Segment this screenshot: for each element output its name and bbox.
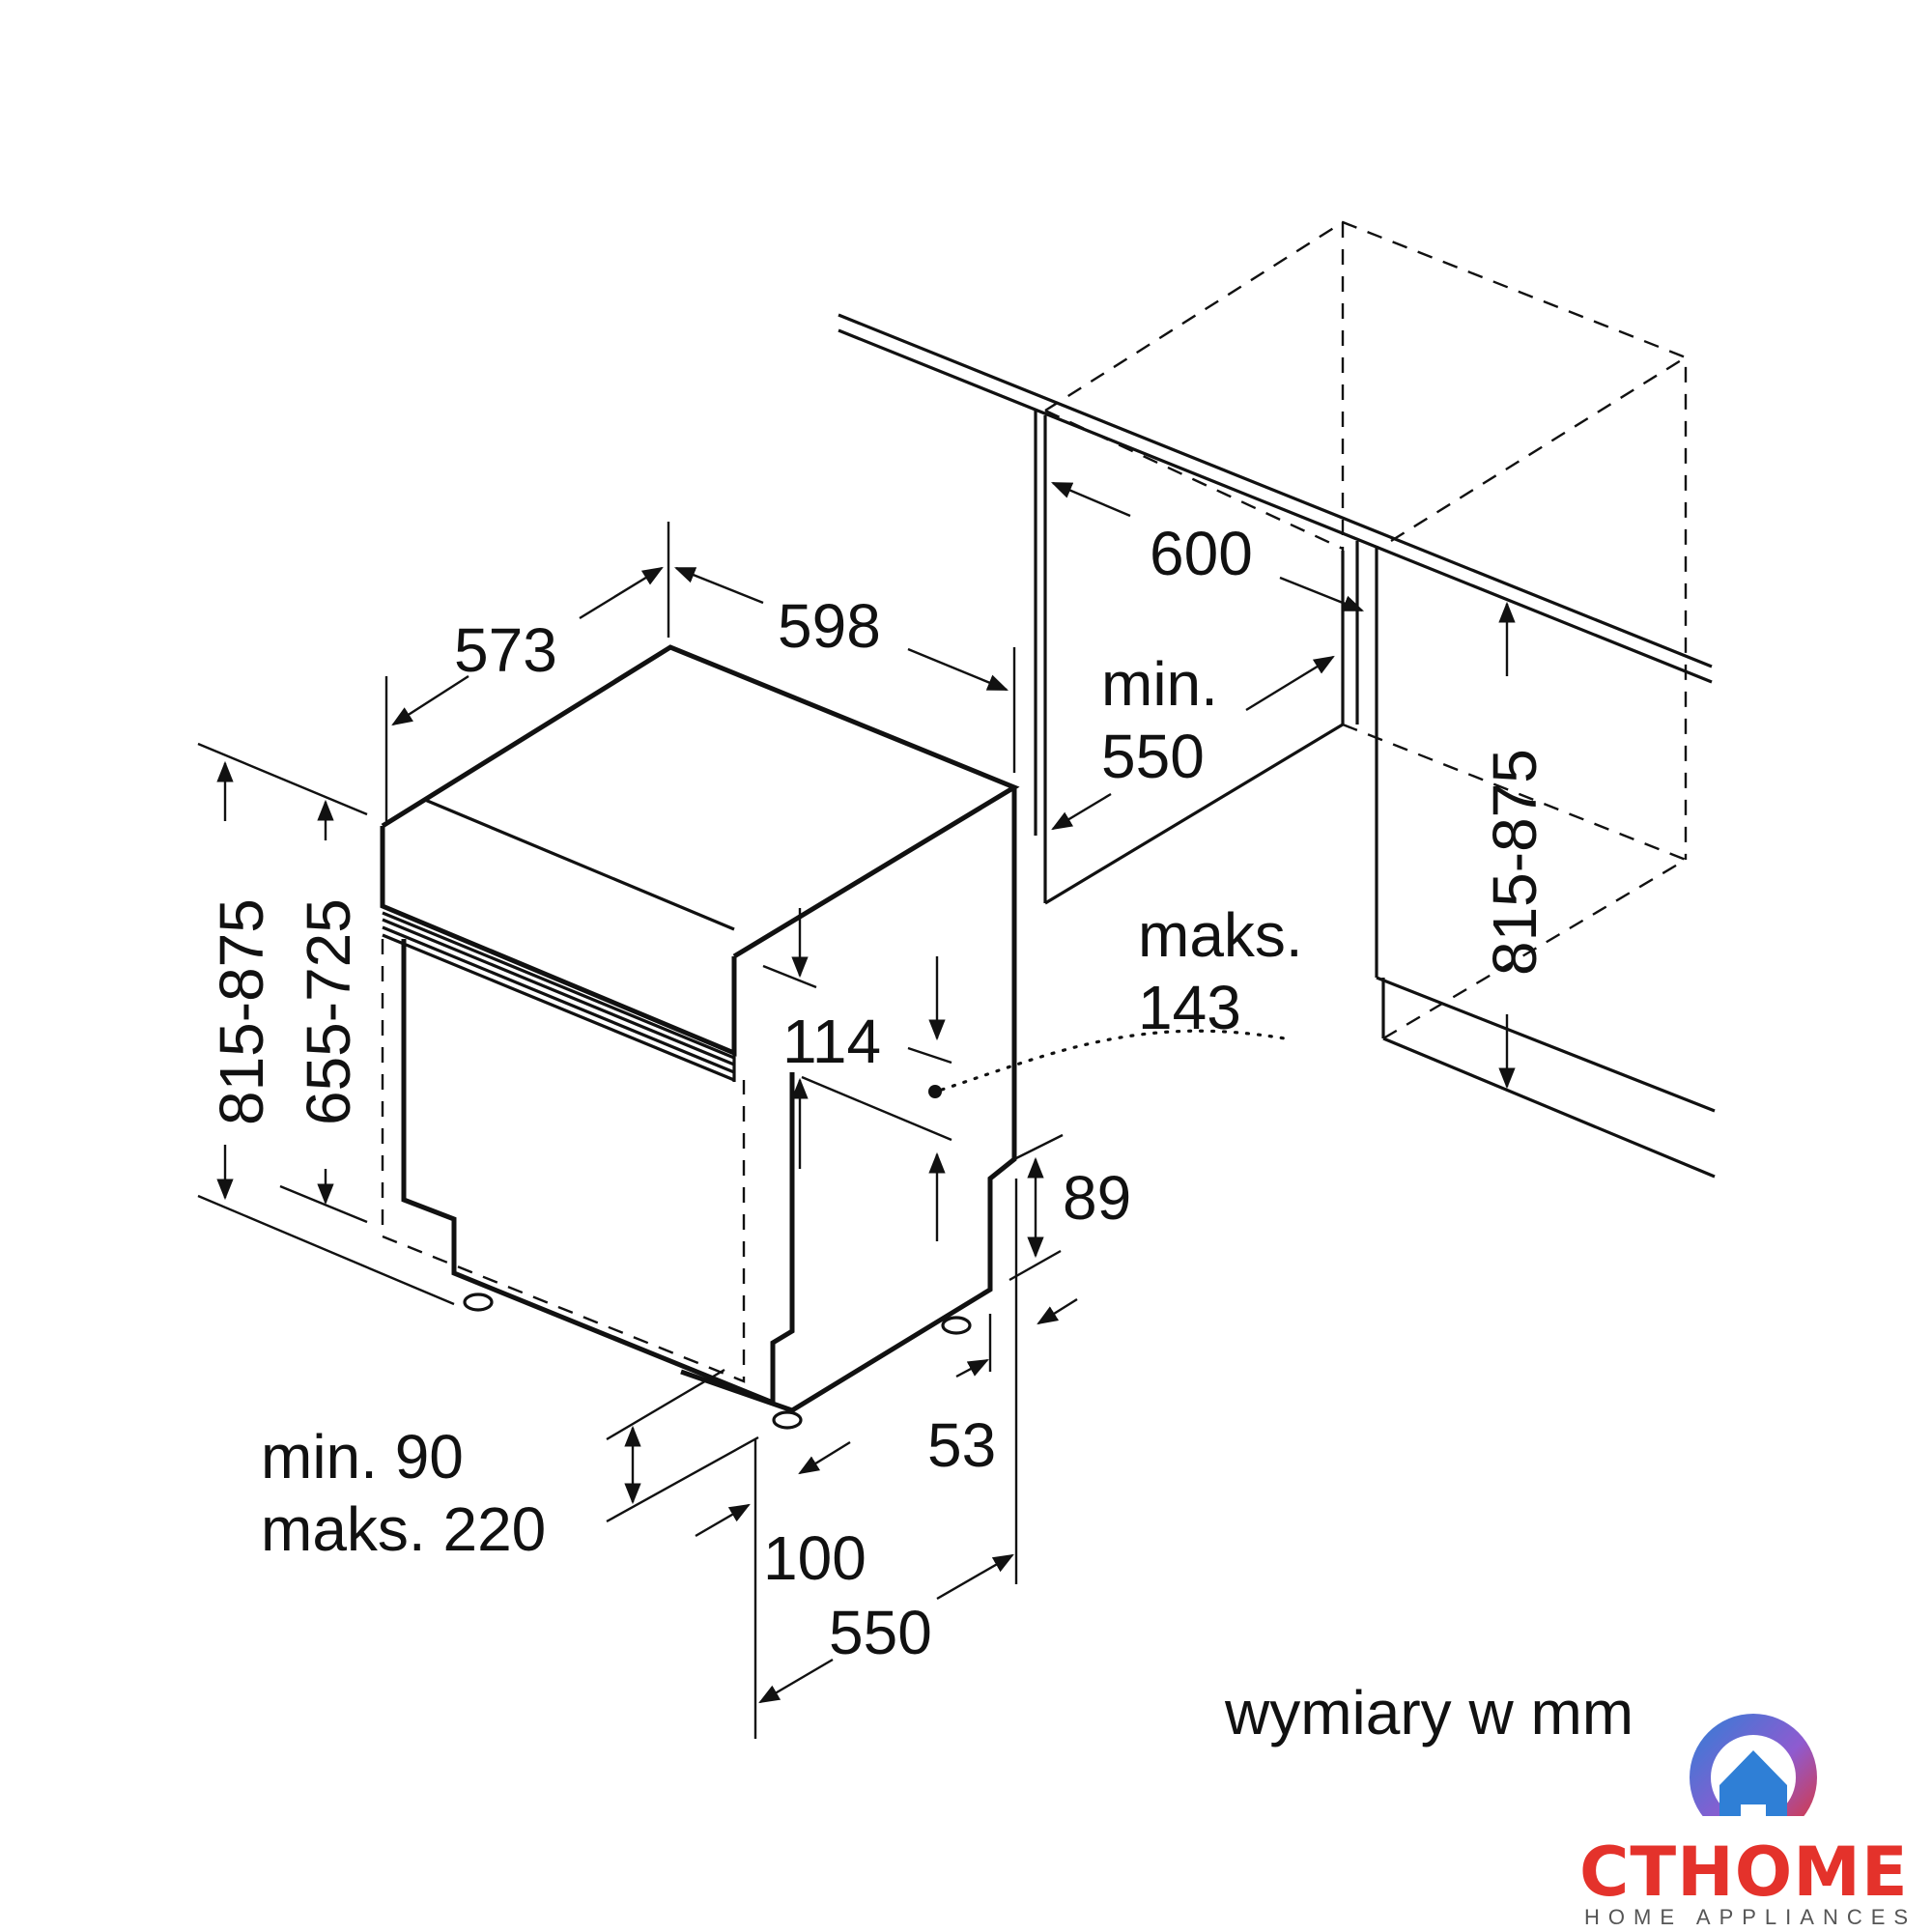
niche-cabinet [838, 220, 1716, 1179]
label-vent-value: 143 [1138, 973, 1241, 1042]
logo-tagline: HOME APPLIANCES [1584, 1905, 1917, 1929]
label-niche-depth-value: 550 [1101, 722, 1205, 791]
label-niche-depth-prefix: min. [1101, 649, 1218, 719]
label-plinth-min: min. 90 [261, 1422, 464, 1492]
dishwasher-body [380, 644, 1020, 1430]
label-vent-prefix: maks. [1138, 900, 1303, 970]
house-icon [1683, 1714, 1828, 1849]
label-depth-top: 573 [454, 615, 557, 685]
cthome-logo: CTHOME HOME APPLIANCES [1579, 1714, 1917, 1929]
label-front-offset: 100 [763, 1523, 867, 1593]
dimension-lines [197, 481, 1516, 1739]
label-depth-bottom: 550 [829, 1598, 932, 1667]
label-panel-height: 114 [782, 1007, 881, 1076]
label-width: 598 [778, 591, 881, 661]
label-front-height: 655-725 [294, 898, 363, 1125]
label-foot-offset: 53 [927, 1410, 996, 1480]
label-niche-width: 600 [1150, 519, 1253, 588]
label-height-left: 815-875 [207, 898, 276, 1125]
logo-name: CTHOME [1579, 1833, 1909, 1912]
units-note: wymiary w mm [1224, 1678, 1634, 1747]
label-plinth-max: maks. 220 [261, 1494, 546, 1564]
label-niche-height: 815-875 [1480, 749, 1549, 976]
dimension-labels: 573 598 600 min. 550 maks. 143 114 89 81… [207, 519, 1634, 1747]
label-plinth-height: 89 [1063, 1163, 1131, 1233]
